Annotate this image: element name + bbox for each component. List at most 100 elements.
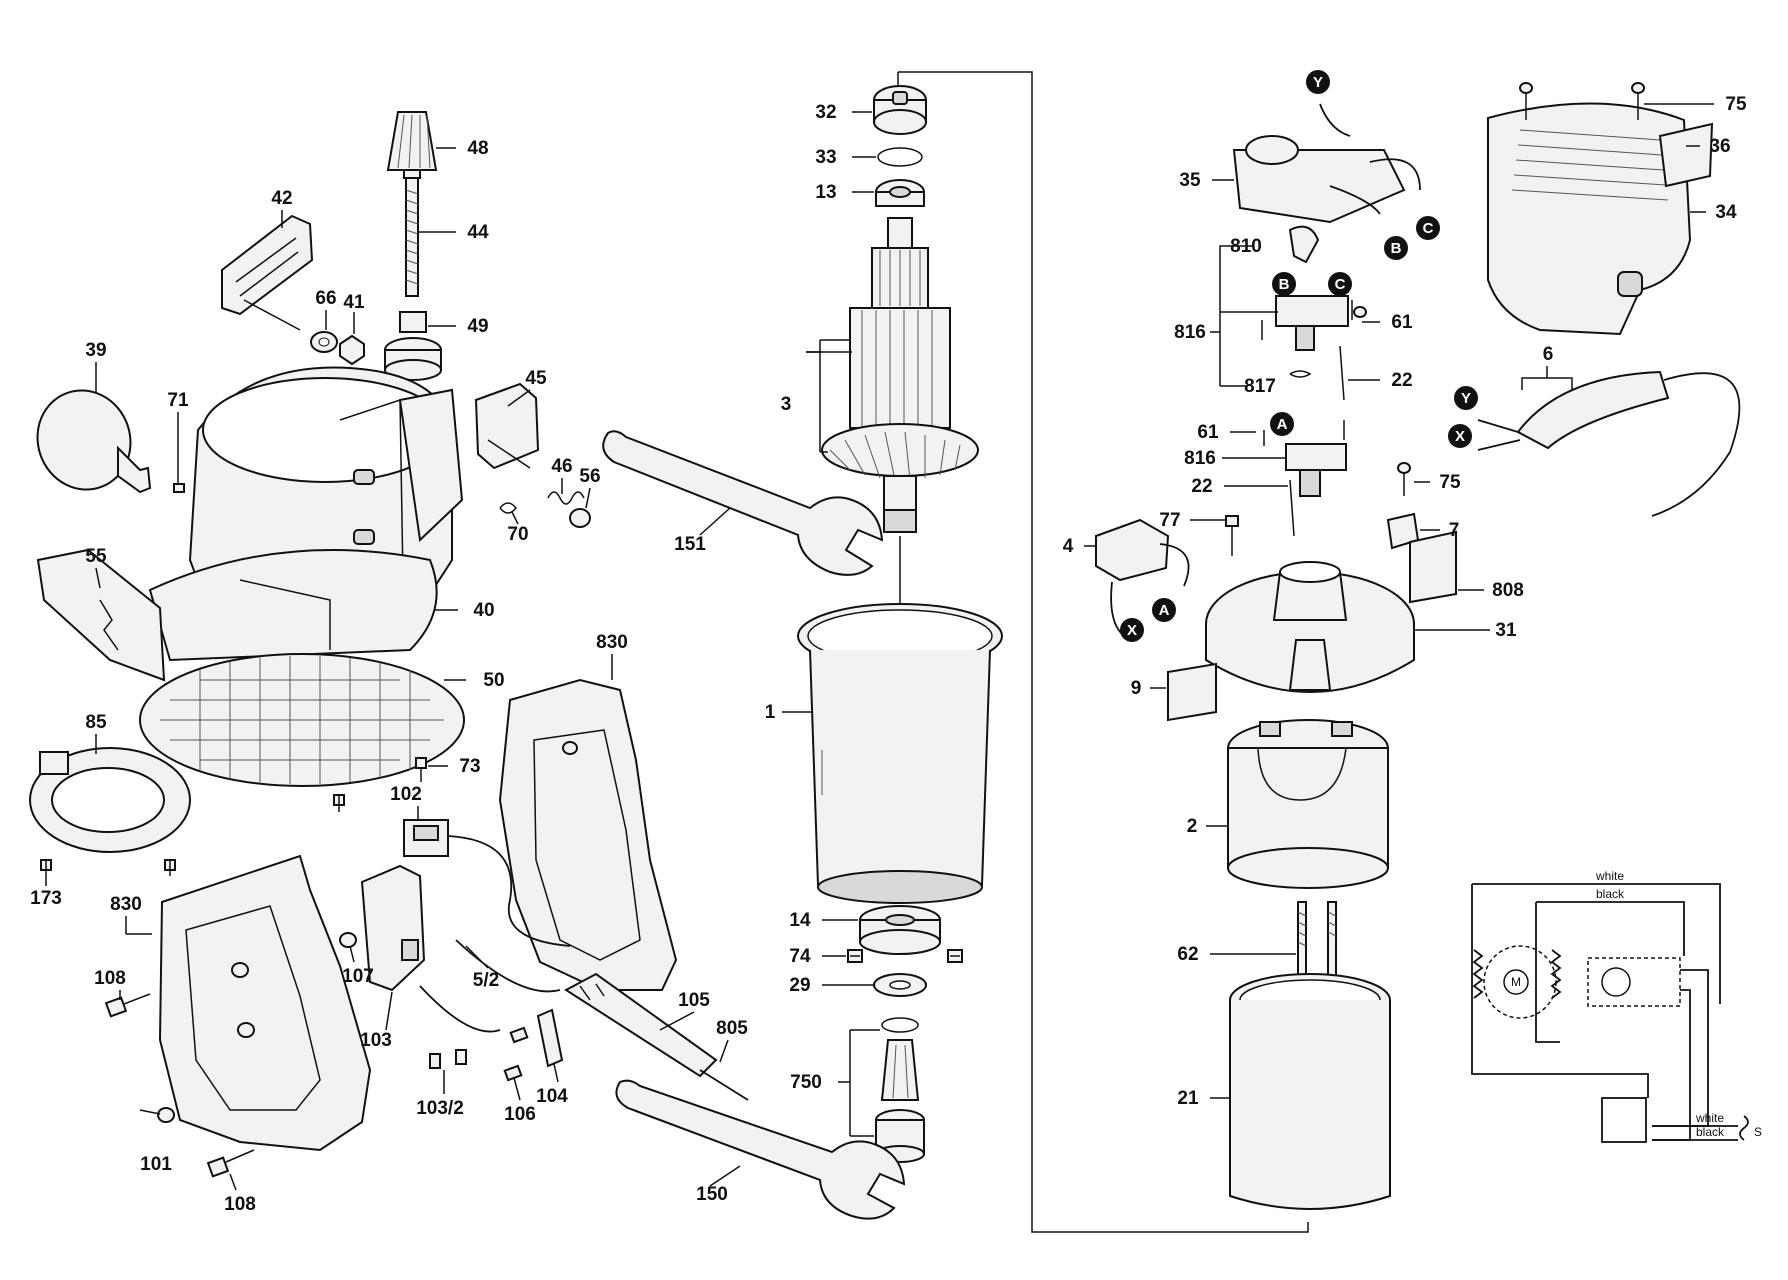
label-44: 44	[467, 222, 489, 243]
label-32: 32	[815, 102, 836, 123]
label-106: 106	[504, 1104, 536, 1125]
label-48: 48	[467, 138, 488, 159]
label-66: 66	[315, 288, 336, 309]
nut-41	[339, 334, 365, 366]
label-77: 77	[1159, 510, 1180, 531]
screw-108a	[104, 993, 151, 1018]
label-45: 45	[525, 368, 547, 389]
label-151: 151	[674, 534, 706, 555]
screw-74	[847, 949, 863, 963]
ring-85	[29, 747, 191, 853]
chip-shield-55	[36, 548, 166, 682]
label-816-top: 816	[1174, 322, 1206, 343]
label-3: 3	[781, 394, 792, 415]
connector-x-switch: X	[1120, 618, 1144, 642]
screw-handle-1	[231, 962, 249, 978]
rod-22-b	[1289, 479, 1295, 537]
label-61-top: 61	[1391, 312, 1413, 333]
threaded-rod-44	[405, 177, 419, 297]
connector-y-top: Y	[1306, 70, 1330, 94]
wiring-diagram	[1471, 883, 1749, 1143]
screw-75-mid	[1397, 462, 1411, 496]
connector-c-mid: C	[1328, 272, 1352, 296]
label-55: 55	[85, 546, 107, 567]
bearing-14	[859, 905, 941, 955]
label-9	[1167, 662, 1217, 722]
label-50: 50	[483, 670, 504, 691]
label-105: 105	[678, 990, 710, 1011]
wire-102	[447, 835, 571, 947]
screw-106	[509, 1026, 529, 1044]
mark-text: X	[1455, 428, 1465, 445]
motor-housing-1	[797, 603, 1003, 904]
spring-46	[547, 491, 585, 505]
end-frame-31	[1205, 561, 1415, 693]
label-5-2: 5/2	[473, 970, 499, 991]
screw-handle-2	[237, 1022, 255, 1038]
wire-5-2	[455, 939, 561, 993]
label-74: 74	[789, 946, 811, 967]
connector-y-cord: Y	[1454, 386, 1478, 410]
assembly-bracket-line	[898, 71, 1309, 1233]
knob-39	[36, 389, 152, 494]
pin-71	[173, 483, 185, 493]
label-41: 41	[343, 292, 365, 313]
motor-symbol: M	[1511, 975, 1521, 989]
screw-106b	[503, 1064, 523, 1082]
cord-protector-105	[564, 972, 749, 1101]
clamp-104	[536, 1008, 564, 1068]
handle-right-830	[498, 678, 678, 991]
housing-21	[1229, 973, 1391, 1210]
label-73: 73	[459, 756, 480, 777]
screw-77	[1225, 515, 1239, 556]
screw-bottom	[333, 794, 345, 812]
switch-102	[403, 819, 449, 857]
label-102: 102	[390, 784, 422, 805]
label-808	[1409, 530, 1457, 604]
label-34: 34	[1715, 202, 1737, 223]
motor-clamp-base-40	[148, 366, 464, 662]
clip-70	[499, 502, 517, 514]
label-750: 750	[790, 1072, 822, 1093]
label-173: 173	[30, 888, 62, 909]
wire-103-2	[419, 985, 501, 1033]
label-70: 70	[507, 524, 528, 545]
plug-symbol: S	[1754, 1125, 1762, 1139]
mark-text: B	[1279, 276, 1290, 293]
screw-107	[339, 932, 357, 948]
collet-nut	[875, 1109, 925, 1163]
bracket-42	[221, 214, 314, 331]
cover-35	[1232, 135, 1421, 224]
label-21: 21	[1177, 1088, 1199, 1109]
clamp-45	[474, 382, 540, 470]
switch-4	[1095, 518, 1190, 635]
label-4: 4	[1063, 536, 1074, 557]
label-805: 805	[716, 1018, 748, 1039]
label-1: 1	[765, 702, 776, 723]
wire-black-bottom: black	[1696, 1125, 1725, 1139]
cap-34	[1487, 102, 1692, 336]
label-830-left: 830	[110, 894, 142, 915]
nut-49	[384, 311, 442, 381]
screw-75-a	[1519, 82, 1533, 120]
part-labels: 32 33 13 3 151 1 14 74 29 750 150 48 44 …	[30, 94, 1747, 1215]
bearing-13	[875, 179, 925, 207]
connector-x-cord: X	[1448, 424, 1472, 448]
spring-810	[1288, 225, 1320, 264]
wrench-151	[602, 430, 884, 576]
washer-66	[310, 331, 338, 353]
label-49: 49	[467, 316, 488, 337]
mark-text: C	[1335, 276, 1346, 293]
label-9: 9	[1131, 678, 1142, 699]
label-830-right: 830	[596, 632, 628, 653]
screw-173b	[164, 859, 176, 876]
label-35: 35	[1179, 170, 1201, 191]
switch-103	[360, 864, 426, 992]
label-22-mid: 22	[1191, 476, 1212, 497]
brush-holder-816-top	[1261, 295, 1353, 351]
mark-text: A	[1159, 602, 1170, 619]
connector-b-top: B	[1384, 236, 1408, 260]
label-7: 7	[1449, 520, 1460, 541]
label-150: 150	[696, 1184, 728, 1205]
label-22-top: 22	[1391, 370, 1412, 391]
